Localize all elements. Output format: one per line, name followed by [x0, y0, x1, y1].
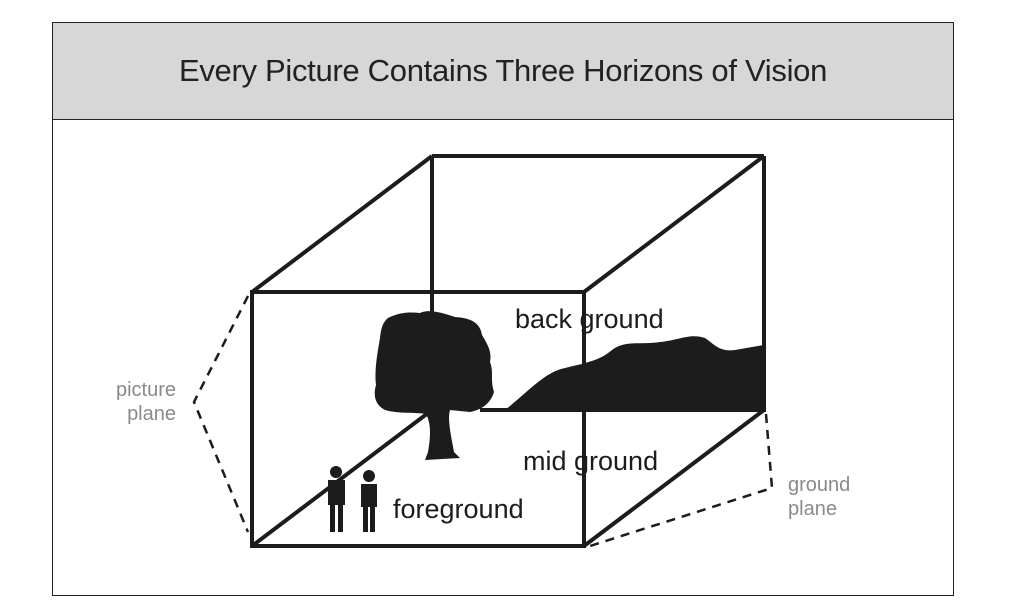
picture-plane-frame	[250, 290, 586, 548]
picture-plane-bracket	[192, 295, 250, 533]
hills-silhouette	[505, 336, 764, 410]
foreground-label: foreground	[393, 494, 524, 524]
background-label: back ground	[515, 304, 664, 334]
midground-label: mid ground	[523, 446, 658, 476]
diagram-title: Every Picture Contains Three Horizons of…	[178, 53, 828, 88]
tree-silhouette	[374, 311, 494, 460]
person-figure	[361, 470, 377, 532]
ground-plane-label-line2: plane	[788, 498, 837, 520]
picture-plane-label-line2: plane	[127, 403, 176, 425]
depth-edges	[250, 154, 766, 548]
title-bar: Every Picture Contains Three Horizons of…	[53, 23, 953, 120]
ground-plane-bracket	[589, 413, 774, 548]
diagram-frame: Every Picture Contains Three Horizons of…	[52, 22, 954, 596]
ground-plane-label-line1: ground	[788, 474, 850, 496]
picture-plane-label-line1: picture	[116, 379, 176, 401]
back-box-edges	[430, 154, 766, 412]
